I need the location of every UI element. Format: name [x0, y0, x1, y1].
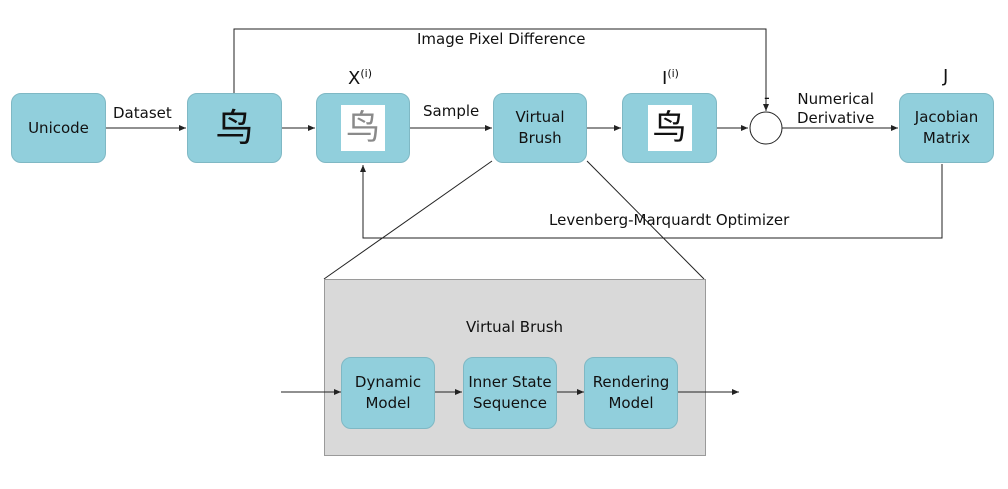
dataset-label: Dataset — [113, 104, 172, 122]
rendered-glyph-frame: 鸟 — [647, 105, 692, 151]
dynamic-model-node: Dynamic Model — [341, 357, 435, 429]
sample-glyph-frame: 鸟 — [341, 105, 385, 151]
numerical-derivative-line2: Derivative — [797, 109, 875, 127]
rendering-model-line2: Model — [608, 394, 654, 412]
character-glyph-node: 鸟 — [187, 93, 282, 163]
x-symbol-label: X(i) — [348, 67, 372, 89]
difference-node — [749, 111, 783, 145]
zoom-line-right — [586, 160, 705, 280]
sample-glyph: 鸟 — [346, 107, 380, 148]
detail-panel-title: Virtual Brush — [466, 318, 564, 336]
x-symbol: X — [348, 68, 361, 89]
numerical-derivative-line1: Numerical — [797, 90, 874, 108]
i-superscript: (i) — [667, 67, 679, 80]
i-symbol: I — [662, 68, 668, 89]
inner-state-line2: Sequence — [473, 394, 547, 412]
character-glyph: 鸟 — [215, 106, 254, 150]
x-superscript: (i) — [360, 67, 372, 80]
jacobian-line1: Jacobian — [914, 108, 979, 126]
unicode-node-label: Unicode — [28, 118, 89, 137]
optimizer-label: Levenberg-Marquardt Optimizer — [549, 211, 790, 229]
dynamic-model-line2: Model — [365, 394, 411, 412]
rendering-model-line1: Rendering — [592, 373, 670, 391]
pixel-difference-arrow — [233, 28, 769, 111]
virtual-brush-line2: Brush — [518, 129, 562, 147]
rendered-glyph: 鸟 — [652, 107, 687, 148]
rendering-model-node: Rendering Model — [584, 357, 678, 429]
sample-glyph-node: 鸟 — [316, 93, 410, 163]
optimizer-loop-arrow — [360, 164, 943, 239]
jacobian-line2: Matrix — [922, 129, 971, 147]
inner-state-sequence-node: Inner State Sequence — [463, 357, 557, 429]
jacobian-matrix-node: Jacobian Matrix — [899, 93, 994, 163]
i-symbol-label: I(i) — [662, 67, 679, 89]
minus-sign-label: - — [764, 88, 770, 107]
dynamic-model-line1: Dynamic — [354, 373, 422, 391]
virtual-brush-node: Virtual Brush — [493, 93, 587, 163]
zoom-line-left — [323, 160, 493, 280]
image-pixel-difference-label: Image Pixel Difference — [417, 30, 586, 48]
unicode-node: Unicode — [11, 93, 106, 163]
inner-state-line1: Inner State — [468, 373, 552, 391]
virtual-brush-line1: Virtual — [515, 108, 565, 126]
j-symbol-label: J — [943, 66, 949, 87]
sample-label: Sample — [423, 102, 480, 120]
rendered-glyph-node: 鸟 — [622, 93, 717, 163]
numerical-derivative-label: Numerical Derivative — [797, 90, 874, 128]
